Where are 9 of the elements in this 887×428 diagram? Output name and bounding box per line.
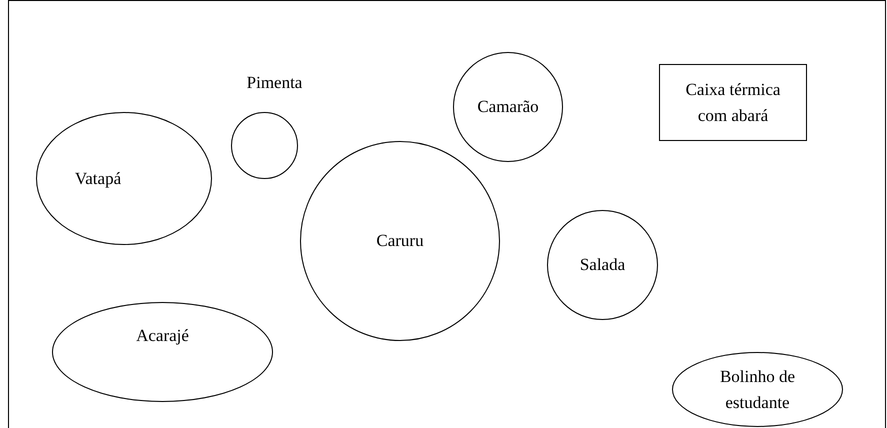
node-label: Vatapá [74,168,122,190]
text-box [659,64,807,141]
node-caption: Pimenta [246,72,302,94]
node-label: Camarão [476,96,540,118]
node-label: Caruru [375,230,425,252]
node-label: Caixa térmica com abará [684,78,782,126]
node-label: Acarajé [135,325,190,347]
node-label: Bolinho de estudante [718,366,796,414]
node-label: Salada [578,254,626,276]
